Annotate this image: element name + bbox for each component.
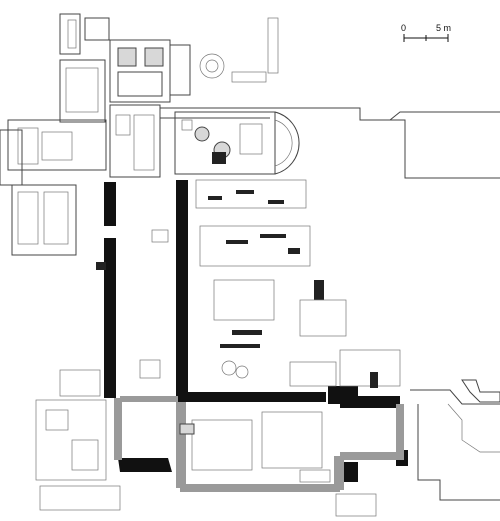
southern-ruins	[35, 369, 500, 517]
central-rubble	[96, 179, 401, 388]
scale-end-label: 5 m	[436, 23, 451, 33]
apse-chapel	[174, 111, 300, 175]
north-corridor	[160, 107, 500, 179]
northwest-ruins	[0, 13, 279, 256]
scale-start-label: 0	[401, 23, 406, 33]
reconstructed-walls	[114, 396, 404, 492]
scale-bar: 0 5 m	[401, 23, 451, 42]
